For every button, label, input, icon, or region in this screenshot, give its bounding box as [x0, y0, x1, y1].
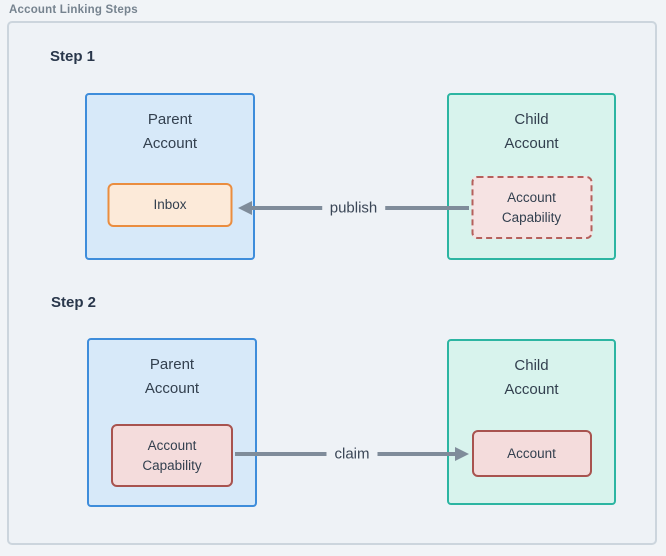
- step-1-parent-account-node: Parent Account Inbox: [85, 93, 255, 260]
- arrow-left-icon: [238, 200, 252, 215]
- step-2-parent-account-node: Parent Account Account Capability: [87, 338, 257, 507]
- claim-arrow-label: claim: [326, 445, 378, 463]
- child-account-label: Child Account: [504, 357, 559, 398]
- account-label: Account: [507, 445, 556, 461]
- claim-arrow: claim: [235, 444, 469, 464]
- step-1-child-account-node: Child Account Account Capability: [447, 93, 616, 260]
- parent-account-label: Parent Account: [144, 356, 200, 397]
- step-2-child-account-node: Child Account Account: [447, 339, 616, 505]
- publish-arrow: publish: [238, 198, 469, 218]
- child-account-label: Child Account: [504, 111, 559, 152]
- step-2-account-capability-node: Account Capability: [111, 424, 233, 487]
- step-1-heading: Step 1: [50, 48, 96, 65]
- step-2-account-node: Account: [471, 430, 592, 477]
- account-capability-label: Account Capability: [142, 437, 202, 473]
- step-2-heading: Step 2: [51, 294, 97, 311]
- inbox-label: Inbox: [153, 197, 187, 212]
- arrow-right-icon: [455, 446, 469, 461]
- step-1-inbox-node: Inbox: [107, 183, 233, 227]
- parent-account-label: Parent Account: [142, 111, 198, 152]
- step-1-account-capability-node: Account Capability: [471, 176, 592, 239]
- account-capability-label: Account Capability: [501, 189, 562, 225]
- diagram-title: Account Linking Steps: [9, 4, 138, 16]
- publish-arrow-label: publish: [321, 199, 386, 217]
- diagram-panel: Step 1 Parent Account Inbox Child Accoun…: [7, 21, 657, 545]
